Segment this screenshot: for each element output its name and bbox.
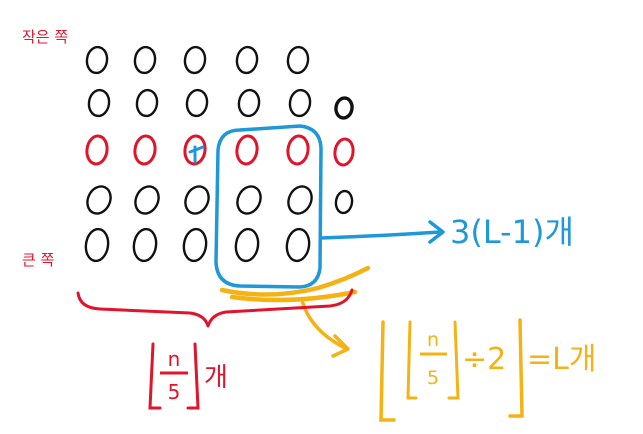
grid-circle-r2-c3 xyxy=(185,88,209,118)
blue-tick-mark xyxy=(188,145,205,164)
inner-left-bracket xyxy=(406,320,418,400)
grid-circle-r3-c2 xyxy=(133,134,157,166)
grid-circle-r1-c5 xyxy=(286,45,310,75)
floor-denominator: 5 xyxy=(168,380,181,404)
grid-circle-r2-c4 xyxy=(237,88,261,118)
grid-circle-r5-c2 xyxy=(132,227,158,263)
grid-circle-r5-c5 xyxy=(285,227,311,263)
grid-circle-r4-c2 xyxy=(134,185,160,215)
floor-suffix: 개 xyxy=(204,363,228,393)
extra-circle-1 xyxy=(334,96,354,120)
grid-circle-r3-c4 xyxy=(235,134,259,166)
floor-expression: n 5 개 xyxy=(148,342,228,410)
blue-selection-box xyxy=(214,124,323,289)
grid-circle-r4-c4 xyxy=(236,185,262,215)
grid-circle-r1-c3 xyxy=(183,45,207,75)
extra-circle-2 xyxy=(333,137,355,167)
yellow-arrow-head xyxy=(331,334,350,358)
grid-circle-r3-c5 xyxy=(286,134,310,166)
yellow-underline xyxy=(219,265,371,303)
grid-circle-r2-c5 xyxy=(288,88,312,118)
floor-numerator: n xyxy=(168,347,181,371)
grid-circle-r5-c4 xyxy=(234,227,260,263)
grid-circle-r4-c1 xyxy=(86,185,112,215)
grid-circle-r5-c1 xyxy=(84,227,110,263)
grid-circle-r1-c2 xyxy=(133,45,157,75)
large-side-label: 큰 쪽 xyxy=(22,251,55,269)
grid-circle-r1-c4 xyxy=(235,45,259,75)
grid-circle-r3-c3 xyxy=(183,134,207,166)
blue-arrow-line xyxy=(319,230,442,240)
grid-circle-r3-c1 xyxy=(85,134,109,166)
yellow-arrow-line xyxy=(300,298,347,350)
outer-right-bracket xyxy=(508,318,524,418)
grid-circle-r1-c1 xyxy=(85,45,109,75)
red-brace xyxy=(76,288,354,328)
half-equals-L: =L개 xyxy=(527,342,596,377)
grid-circle-r2-c1 xyxy=(87,88,111,118)
half-divide-two: ÷2 xyxy=(462,342,506,377)
outer-left-bracket xyxy=(379,320,396,422)
grid-circle-r4-c3 xyxy=(184,185,210,215)
floor-right-bracket xyxy=(186,342,200,410)
grid-circle-r5-c3 xyxy=(182,227,208,263)
grid-circle-r4-c5 xyxy=(287,185,313,215)
box-count-label: 3(L-1)개 xyxy=(450,213,574,251)
half-expression: n 5 ÷2 =L개 xyxy=(379,318,596,422)
grid-circle-r2-c2 xyxy=(135,88,159,118)
small-side-label: 작은 쪽 xyxy=(22,28,68,46)
half-denominator: 5 xyxy=(427,367,439,389)
circle-grid xyxy=(84,45,355,263)
half-numerator: n xyxy=(427,329,439,351)
inner-right-bracket xyxy=(447,320,460,400)
blue-arrow-head xyxy=(428,220,445,244)
extra-circle-3 xyxy=(334,189,354,215)
floor-left-bracket xyxy=(148,342,162,410)
